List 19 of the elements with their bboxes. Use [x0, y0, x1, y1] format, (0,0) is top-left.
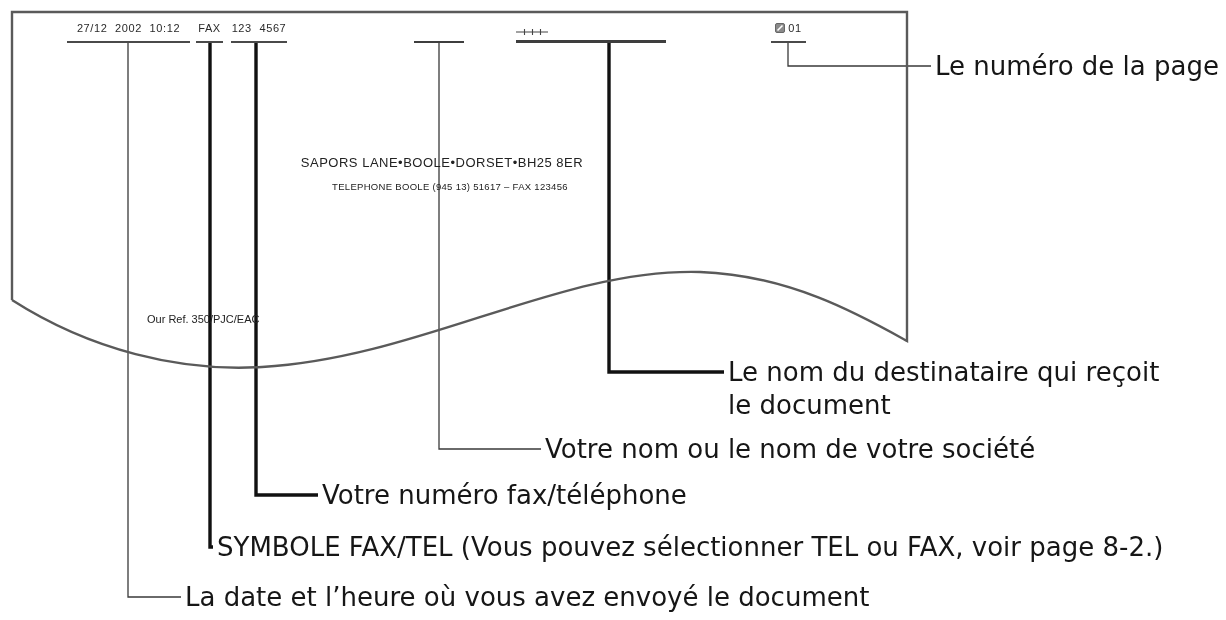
leader-line	[208, 43, 215, 549]
callout-text: La date et l’heure où vous avez envoyé le document	[181, 580, 870, 614]
header-text: 123 4567	[231, 21, 287, 43]
callout-text: Le nom du destinataire qui reçoit le document	[724, 355, 1173, 422]
underlined-field	[771, 21, 806, 43]
leader-line	[127, 42, 182, 598]
page-number: 01	[788, 21, 802, 35]
underline-bar	[516, 40, 666, 43]
leader-line	[787, 42, 932, 67]
leader-line	[438, 42, 542, 450]
header-text: FAX	[196, 21, 223, 43]
leader-line	[254, 43, 318, 497]
callout-text: Le numéro de la page	[931, 49, 1219, 83]
header-text: 27/12 2002 10:12	[67, 21, 190, 43]
leader-line	[607, 43, 724, 374]
underline-bar	[414, 41, 464, 43]
callout-text: Votre nom ou le nom de votre société	[541, 432, 1036, 466]
callout-text: SYMBOLE FAX/TEL (Vous pouvez sélectionner TEL ou FAX, voir page 8-2.)	[213, 530, 1164, 564]
callout-text: Votre numéro fax/téléphone	[318, 478, 687, 512]
